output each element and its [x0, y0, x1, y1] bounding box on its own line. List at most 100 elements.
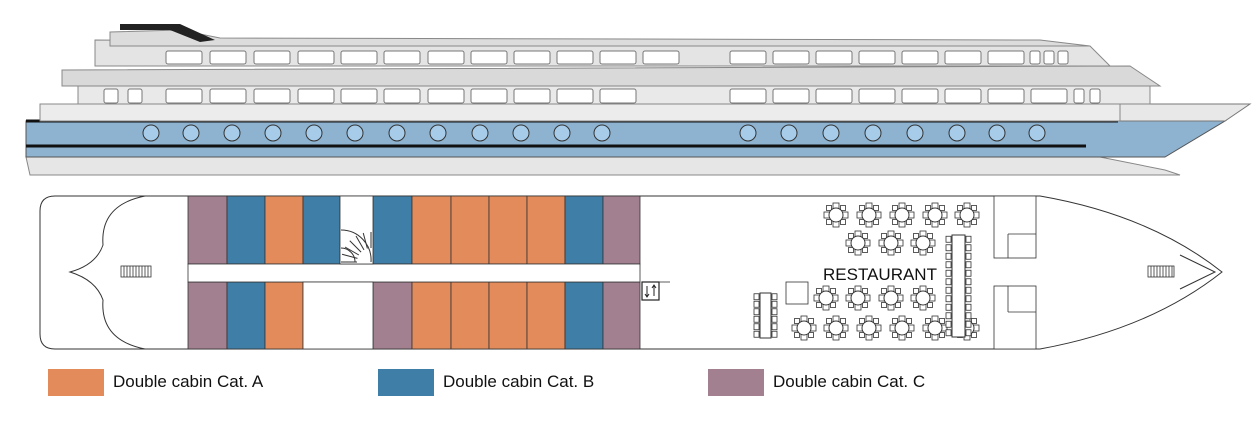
chair-icon: [965, 252, 972, 260]
window: [103, 88, 119, 104]
chair-icon: [913, 233, 919, 239]
window: [599, 88, 637, 104]
table-top: [861, 207, 877, 223]
table-icon: [910, 285, 936, 311]
window: [815, 50, 853, 65]
table-icon: [856, 202, 882, 228]
chair-icon: [830, 288, 836, 294]
legend-item-cat-a: Double cabin Cat. A: [48, 368, 263, 396]
cabin-a: [411, 195, 452, 265]
porthole: [388, 124, 406, 142]
gangway-icon: [120, 265, 152, 278]
bow-room: [993, 195, 1037, 259]
chair-icon: [965, 303, 972, 311]
window: [987, 50, 1025, 65]
middle-windows: [103, 88, 1101, 104]
chair-icon: [873, 205, 879, 211]
chair-icon: [881, 233, 887, 239]
legend-label-cat-b: Double cabin Cat. B: [443, 372, 595, 391]
cabin-a: [526, 195, 566, 265]
chair-icon: [816, 288, 822, 294]
stair-landing: [302, 281, 374, 350]
table-icon: [922, 202, 948, 228]
chair-icon: [840, 205, 846, 211]
chair-icon: [971, 219, 977, 225]
porthole: [593, 124, 611, 142]
ship-side-profile: [25, 24, 1252, 176]
long-table-top: [951, 234, 966, 338]
corridor: [187, 263, 641, 283]
bow: [1117, 103, 1252, 122]
chair-icon: [753, 330, 760, 338]
chair-icon: [830, 302, 836, 308]
window: [297, 88, 335, 104]
window: [253, 50, 291, 65]
deck-plan: RESTAURANT: [39, 195, 1223, 350]
chair-icon: [873, 332, 879, 338]
window: [901, 50, 939, 65]
window: [253, 88, 291, 104]
portholes: [142, 124, 1046, 142]
window: [772, 88, 810, 104]
table-top: [818, 290, 834, 306]
window: [1057, 50, 1069, 65]
chair-icon: [892, 205, 898, 211]
chair-icon: [945, 244, 952, 252]
chair-icon: [859, 219, 865, 225]
window: [513, 50, 551, 65]
chair-icon: [808, 318, 814, 324]
chair-icon: [906, 318, 912, 324]
chair-icon: [753, 315, 760, 323]
chair-icon: [945, 329, 952, 337]
chair-icon: [971, 205, 977, 211]
window: [209, 88, 247, 104]
table-icon: [856, 315, 882, 341]
chair-icon: [957, 219, 963, 225]
table-top: [894, 207, 910, 223]
table-icon: [845, 285, 871, 311]
chair-icon: [945, 320, 952, 328]
chair-icon: [927, 233, 933, 239]
chair-icon: [965, 244, 972, 252]
chair-icon: [906, 332, 912, 338]
stair-step: [349, 240, 362, 253]
window: [901, 88, 939, 104]
gangway-icon: [1147, 265, 1175, 278]
stair-step: [344, 246, 360, 256]
chair-icon: [939, 219, 945, 225]
roof-bar: [120, 24, 215, 42]
window: [556, 88, 594, 104]
window: [772, 50, 810, 65]
window: [340, 50, 378, 65]
table-top: [894, 320, 910, 336]
window: [165, 50, 203, 65]
chair-icon: [965, 235, 972, 243]
cabin-a: [488, 281, 528, 350]
chair-icon: [873, 219, 879, 225]
table-icon: [910, 230, 936, 256]
table-top: [915, 290, 931, 306]
chair-icon: [794, 332, 800, 338]
restaurant-area: [753, 202, 980, 341]
chair-icon: [873, 318, 879, 324]
chair-icon: [913, 288, 919, 294]
chair-icon: [895, 302, 901, 308]
chair-icon: [927, 302, 933, 308]
legend-label-cat-a: Double cabin Cat. A: [113, 372, 264, 391]
chair-icon: [945, 312, 952, 320]
legend-item-cat-b: Double cabin Cat. B: [378, 368, 594, 396]
window: [944, 88, 982, 104]
chair-icon: [913, 302, 919, 308]
chair-icon: [925, 318, 931, 324]
legend-label-cat-c: Double cabin Cat. C: [773, 372, 926, 391]
table-icon: [954, 202, 980, 228]
chair-icon: [753, 308, 760, 316]
chair-icon: [945, 235, 952, 243]
window: [599, 50, 637, 65]
chair-icon: [859, 332, 865, 338]
table-icon: [878, 230, 904, 256]
window: [729, 88, 767, 104]
long-table-top: [759, 292, 772, 339]
chair-icon: [925, 205, 931, 211]
chair-icon: [840, 219, 846, 225]
